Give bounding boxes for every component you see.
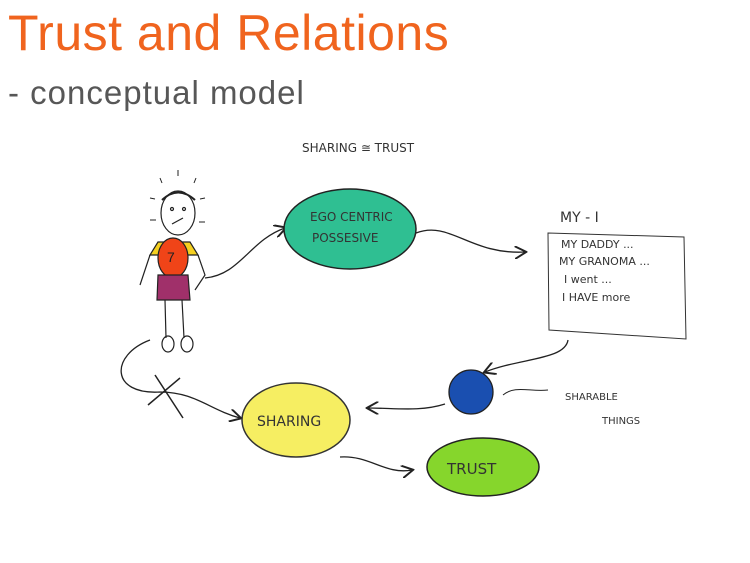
arrow-egocentric-to-my-i (415, 229, 525, 252)
my-i-box (547, 232, 687, 340)
slide-title: Trust and Relations (8, 5, 450, 61)
sharable-things-node (448, 369, 494, 415)
possessive-label: POSSESIVE (312, 231, 378, 245)
arrow-my-i-to-sharable (485, 339, 569, 372)
slide-subtitle: - conceptual model (8, 74, 305, 111)
my-i-label: MY - I (560, 210, 599, 226)
my-i-line: MY GRANOMA ... (559, 255, 650, 268)
sharing-trust-heading: SHARING ≅ TRUST (302, 141, 415, 155)
my-i-line: I went ... (564, 273, 612, 286)
arrow-sharable-to-sharing (368, 404, 446, 409)
sharing-label: SHARING (257, 414, 321, 430)
arrow-sharing-to-trust (339, 456, 412, 471)
arrow-child-to-egocentric (204, 228, 285, 279)
egocentric-possessive-node (283, 188, 417, 270)
shirt-number: 7 (167, 249, 175, 265)
trust-node (426, 437, 540, 497)
egocentric-label: EGO CENTRIC (310, 210, 393, 224)
sharable-label: SHARABLE (565, 392, 618, 403)
child-figure: 7 (139, 170, 206, 353)
things-label: THINGS (601, 416, 640, 427)
my-i-line: MY DADDY ... (561, 238, 634, 251)
arrow-child-to-sharing-crossed (120, 339, 240, 418)
sharable-connector (502, 389, 549, 396)
trust-label: TRUST (446, 460, 497, 478)
my-i-line: I HAVE more (562, 291, 631, 304)
cross-mark (147, 374, 184, 419)
sharing-node (241, 382, 351, 458)
